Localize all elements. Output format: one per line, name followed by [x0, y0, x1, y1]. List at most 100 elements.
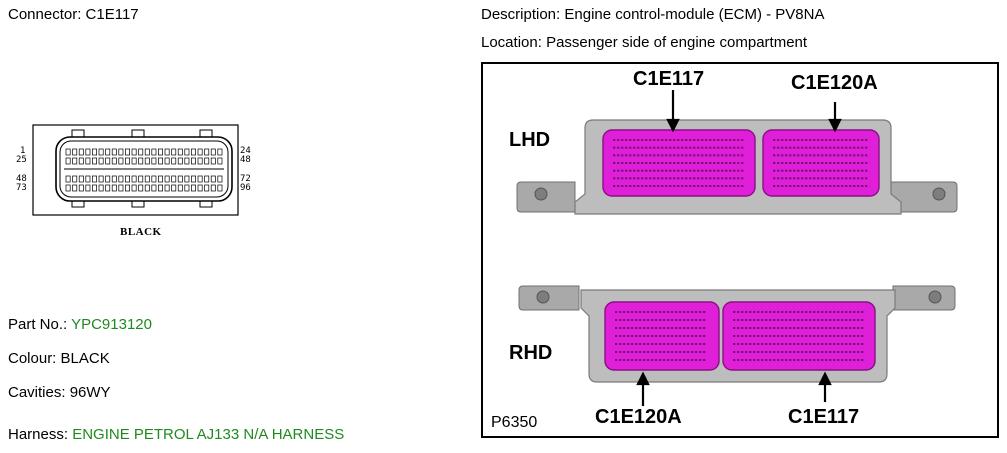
connector-slot [841, 169, 844, 172]
connector-slot [729, 162, 732, 164]
connector-slot [643, 327, 646, 329]
pin-cavity [197, 157, 203, 165]
connector-slot [797, 351, 800, 353]
connector-slot [849, 343, 852, 345]
connector-slot [849, 146, 852, 149]
connector-slot [745, 351, 748, 353]
connector-slot [659, 359, 662, 361]
connector-slot [675, 327, 678, 329]
connector-slot [769, 359, 772, 361]
connector-slot [817, 343, 820, 345]
connector-slot [669, 169, 672, 172]
pin-cavity [131, 184, 137, 192]
connector-slot [773, 162, 776, 164]
connector-slot [641, 139, 644, 141]
connector-slot [633, 146, 636, 149]
connector-slot [713, 177, 716, 180]
connector-slot [729, 139, 732, 141]
connector-slot [665, 162, 668, 164]
pin-cavity [191, 175, 196, 183]
connector-slot [657, 154, 660, 157]
connector-slot [639, 351, 642, 353]
connector-slot [687, 359, 690, 361]
connector-slot [845, 311, 848, 313]
connector-slot [777, 185, 780, 187]
connector-slot [853, 311, 856, 313]
connector-slot [721, 162, 724, 164]
connector-slot [753, 359, 756, 361]
connector-slot [643, 319, 646, 321]
connector-slot [733, 139, 736, 141]
connector-slot [785, 335, 788, 337]
connector-slot [825, 162, 828, 164]
connector-slot [645, 177, 648, 180]
connector-slot [809, 162, 812, 164]
connector-slot [849, 359, 852, 361]
connector-slot [667, 327, 670, 329]
connector-slot [829, 169, 832, 172]
connector-slot [663, 343, 666, 345]
pin-cavity [177, 184, 183, 192]
connector-slot [643, 351, 646, 353]
connector-slot [693, 177, 696, 180]
connector-slot [655, 359, 658, 361]
connector-slot [793, 327, 796, 329]
connector-slot [741, 146, 744, 149]
connector-slot [673, 139, 676, 141]
connector-slot [661, 177, 664, 180]
connector-slot [661, 139, 664, 141]
connector-slot [813, 327, 816, 329]
connector-slot [833, 319, 836, 321]
connector-slot [741, 359, 744, 361]
pin-cavity [138, 148, 144, 156]
location-line: Location: Passenger side of engine compa… [481, 34, 807, 52]
connector-slot [841, 351, 844, 353]
connector-slot [757, 335, 760, 337]
connector-slot [817, 335, 820, 337]
connector-slot [617, 177, 620, 180]
pin-cavity [92, 175, 97, 183]
pin-cavity [204, 175, 210, 183]
connector-slot [833, 154, 836, 157]
connector-slot [647, 335, 650, 337]
colour-line: Colour: BLACK [8, 350, 110, 368]
connector-slot [637, 169, 640, 172]
connector-slot [865, 146, 868, 149]
connector-slot [657, 146, 660, 149]
connector-slot [785, 154, 788, 157]
connector-slot [687, 311, 690, 313]
connector-slot [699, 335, 702, 337]
part-no-label: Part No.: [8, 316, 68, 333]
connector-slot [861, 139, 864, 141]
connector-slot [777, 169, 780, 172]
connector-slot [797, 162, 800, 164]
connector-slot [837, 319, 840, 321]
connector-slot [637, 154, 640, 157]
connector-slot [773, 319, 776, 321]
connector-slot [725, 139, 728, 141]
connector-slot [777, 177, 780, 180]
connector-slot [785, 327, 788, 329]
pin-cavity [184, 175, 190, 183]
connector-slot [717, 177, 720, 180]
connector-slot [641, 162, 644, 164]
connector-slot [733, 335, 736, 337]
connector-slot [665, 185, 668, 187]
pin-cavity [98, 148, 104, 156]
connector-slot [659, 343, 662, 345]
connector-slot [635, 319, 638, 321]
connector-slot [793, 139, 796, 141]
connector-slot [637, 146, 640, 149]
connector-slot [687, 335, 690, 337]
connector-slot [737, 169, 740, 172]
connector-slot [809, 185, 812, 187]
connector-slot [617, 146, 620, 149]
connector-slot [809, 154, 812, 157]
pin-cavity [210, 175, 216, 183]
connector-slot [793, 146, 796, 149]
pin-cavity [65, 148, 71, 156]
connector-slot [663, 351, 666, 353]
connector-slot [821, 185, 824, 187]
connector-slot [797, 327, 800, 329]
connector-slot [781, 319, 784, 321]
